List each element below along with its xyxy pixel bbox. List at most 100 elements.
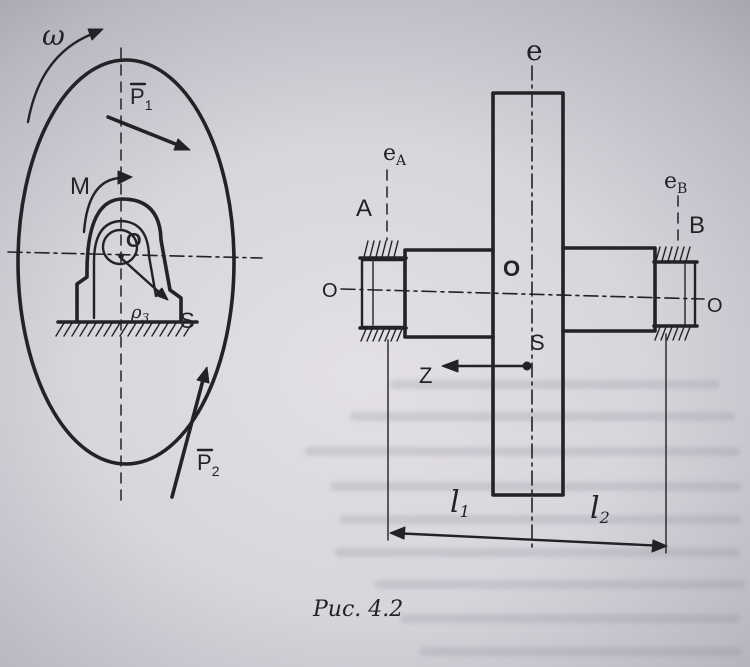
figure-caption: Рис. 4.2 [312,597,403,622]
disk-profile [491,91,565,497]
force-p1-label: P1 [130,84,153,113]
ground-hatch-line [55,322,65,337]
ground-hatch [55,322,193,337]
ground-hatch-line [127,322,137,337]
axis-left-end-symbol: O [322,280,338,302]
bearing-a-bottom-hatch [360,328,403,342]
rotation-arrow [26,32,94,124]
bearing-b-plane-subscript: B [677,181,687,197]
center-o-label: O [126,230,142,252]
shaft-section [101,228,139,266]
force-p2-arrowhead [196,366,210,384]
z-axis-label: Z [419,363,432,388]
bearing-pedestal [75,197,183,323]
bleed-through-line [420,647,742,656]
bearing-b-symbol: B [689,212,705,239]
rotor-front-view: e eA A eB B O O O S Z [322,34,723,554]
eccentricity-arrowhead [154,287,169,301]
force-p2-arrow [170,378,205,499]
eccentricity-symbol: ρ [130,302,142,323]
bleed-through-text [305,380,745,656]
ground-hatch-line [143,322,153,337]
disk-plane-label: e [526,34,543,67]
length-l1-subscript: 1 [460,502,470,521]
bearing-b-support-hatch-line [667,246,673,262]
axis-right-end-symbol: O [707,295,723,317]
ground-hatch-line [79,322,89,337]
bearing-a-support-hatch-line [363,240,369,258]
center-o-symbol: O [126,230,142,252]
bleed-through-line [375,580,745,589]
bearing-a-support-hatch-line [375,240,381,258]
ground-hatch-line [111,322,121,337]
bearing-a-label: A [356,195,372,222]
bearing-a-plane-subscript: A [395,153,407,169]
bearing-a-support-hatch-line [372,328,379,342]
force-p1-arrowhead [173,138,191,151]
bleed-through-line [335,548,740,557]
ground-hatch-line [151,322,161,337]
axis-center-label: O [503,256,520,281]
bearing-a-journal [360,258,407,329]
bearing-a-support-hatch-line [384,328,391,342]
bearing-a-support-hatch-line [360,328,367,342]
bearing-a-support-hatch-line [393,240,399,258]
ground-hatch-line [167,322,177,337]
bearing-b-support-hatch-line [661,246,667,262]
bearing-a-support-hatch-line [378,328,385,342]
moment-arrow [82,176,122,234]
dimension-arrowhead-left [389,526,406,540]
bearing-b-journal [653,260,697,328]
bearing-a-plane-label: eA [383,141,407,169]
length-l2-subscript: 2 [599,508,610,527]
eccentricity-subscript: 3 [142,311,150,325]
bearing-b-bottom-hatch [654,326,691,341]
center-point [118,253,124,259]
mass-center-symbol: S [530,330,545,355]
bleed-through-line [330,482,742,491]
bleed-through-line [400,614,740,623]
ground-hatch-line [87,322,97,337]
dimension-line [390,531,667,548]
axis-left-end-label: O [322,280,338,302]
bearing-b-support-hatch-line [660,326,667,341]
bleed-through-line [305,447,740,456]
bearing-a-support-hatch-line [390,328,397,342]
force-p2-symbol: P [197,450,212,475]
bearing-b-support-hatch-line [678,326,685,341]
shaft-axis-line [340,288,705,300]
dimension-arrowhead-right [651,539,668,553]
ground-hatch-line [135,322,145,337]
right-shaft-segment [561,246,657,333]
bearing-a-symbol: A [356,195,372,222]
figure-caption-text: Рис. 4.2 [312,597,403,622]
bearing-b-support-hatch-line [672,326,679,341]
length-l1-label: l1 [450,485,470,521]
axis-right-end-label: O [707,295,723,317]
bearing-inner-contour [92,219,158,320]
ground-hatch-line [119,322,129,337]
bleed-through-line [350,412,735,421]
bearing-b-support-hatch-line [666,326,673,341]
ground-hatch-line [103,322,113,337]
bearing-a-support-hatch-line [387,240,393,258]
length-l1-symbol: l [450,485,460,520]
bearing-a-support-hatch-line [396,328,403,342]
moment-label: M [70,173,90,200]
bearing-a-support-hatch-line [366,328,373,342]
bearing-b-plane-symbol: e [664,169,677,194]
ground-hatch-line [175,322,185,337]
bearing-b-support-hatch-line [673,246,679,262]
bearing-b-plane-label: eB [664,169,687,197]
ground-hatch-line [63,322,73,337]
length-l2-label: l2 [590,491,610,527]
bearing-b-support-hatch-line [685,246,691,262]
moment-symbol: M [70,173,90,200]
omega-label: ω [42,19,65,52]
bearing-b-support-hatch-line [655,246,661,262]
bearing-a-plane-symbol: e [383,141,396,166]
z-axis-arrowhead [441,359,459,373]
ground-hatch-line [95,322,105,337]
eccentricity-arrow [119,256,162,295]
bleed-through-line [390,380,720,389]
